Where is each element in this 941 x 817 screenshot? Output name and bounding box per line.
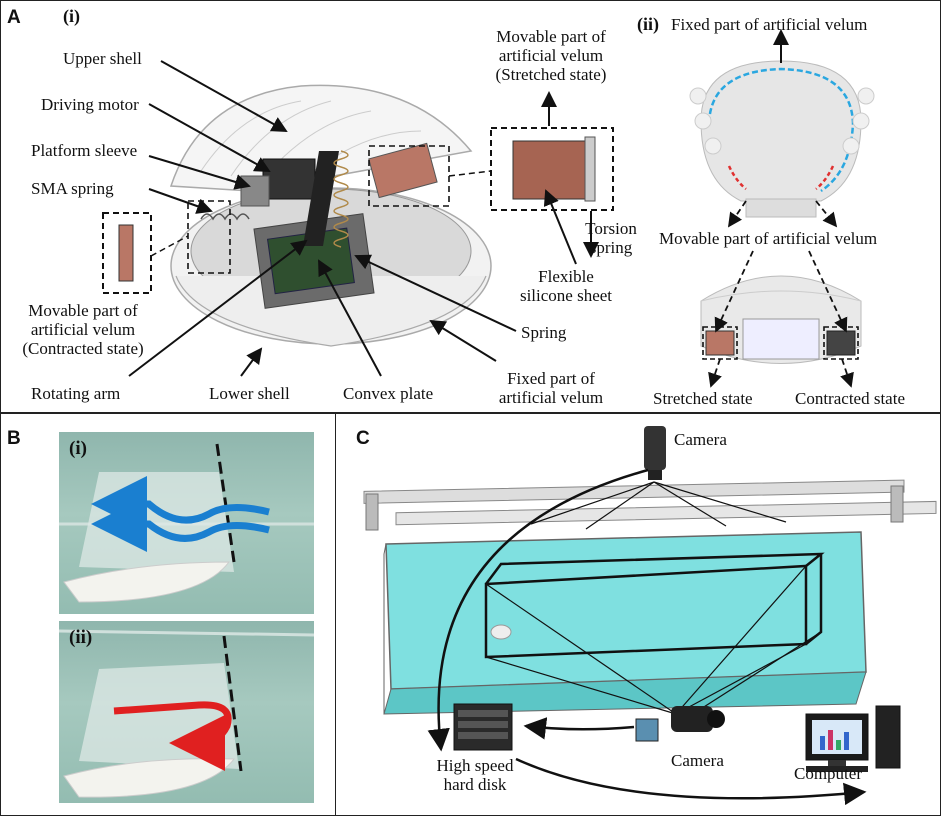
panel-a-sub-i: (i): [63, 6, 80, 26]
movable-stretched-line-1: Movable part of: [496, 27, 606, 46]
scallop-top-view: [689, 60, 875, 218]
movable-contracted-label: Movable part of artificial velum (Contra…: [3, 301, 163, 358]
panel-b-sub-ii: (ii): [69, 627, 93, 648]
photo-b-i-drawing: [59, 443, 314, 603]
top-rails: [363, 479, 937, 531]
movable-stretched-line-2: artificial velum: [498, 46, 604, 65]
movable-contracted-line-1: Movable part of: [28, 301, 138, 320]
rotating-arm-label: Rotating arm: [31, 384, 121, 403]
movable-stretched-line-3: (Stretched state): [495, 65, 607, 84]
torsion-line-2: spring: [589, 238, 633, 257]
panel-a-illustration: [102, 29, 875, 388]
camera-top-label: Camera: [674, 430, 727, 449]
hard-disk-shape: [453, 703, 513, 751]
fixed-velum-line-2: artificial velum: [498, 388, 604, 407]
side-camera-shape: [635, 706, 725, 742]
photo-b-ii: (ii): [59, 621, 314, 803]
scallop-front-view: [700, 275, 862, 364]
panel-a-letter: A: [7, 7, 21, 28]
driving-motor-shape: [262, 158, 316, 200]
hard-disk-label: High speed hard disk: [420, 756, 530, 794]
fixed-part-ii-label: Fixed part of artificial velum: [671, 15, 868, 34]
hard-disk-line-1: High speed: [436, 756, 514, 775]
convex-plate-label: Convex plate: [343, 384, 434, 403]
platform-sleeve-label: Platform sleeve: [31, 141, 138, 160]
upper-shell-label: Upper shell: [63, 49, 142, 68]
sma-spring-label: SMA spring: [31, 179, 114, 198]
movable-part-ii-label: Movable part of artificial velum: [659, 229, 878, 248]
panel-b-sub-i: (i): [69, 438, 87, 459]
panel-a: A (i) (ii): [0, 0, 941, 413]
fixed-velum-line-1: Fixed part of: [507, 369, 595, 388]
torsion-spring-label: Torsion spring: [576, 219, 646, 257]
top-camera-shape: [644, 426, 666, 480]
lower-shell-label: Lower shell: [209, 384, 290, 403]
hard-disk-line-2: hard disk: [443, 775, 507, 794]
photo-b-i: (i): [59, 432, 314, 614]
camera-to-disk-arrow: [427, 468, 649, 752]
rotating-arm-shape: [303, 151, 339, 246]
panel-b: B (i): [0, 413, 336, 816]
photo-b-ii-drawing: [59, 629, 314, 798]
sidecam-to-disk-arrow: [523, 717, 635, 740]
flexible-line-2: silicone sheet: [519, 286, 613, 305]
contracted-state-label: Contracted state: [795, 389, 905, 408]
panel-a-sub-ii: (ii): [637, 14, 659, 34]
movable-contracted-line-2: artificial velum: [30, 320, 136, 339]
flexible-sheet-label: Flexible silicone sheet: [496, 267, 636, 305]
movable-contracted-line-3: (Contracted state): [22, 339, 144, 358]
panel-c: C: [335, 413, 941, 816]
computer-shape: [805, 705, 901, 772]
movable-stretched-label: Movable part of artificial velum (Stretc…: [471, 27, 631, 84]
panel-c-setup: [363, 426, 937, 806]
driving-motor-label: Driving motor: [41, 95, 139, 114]
panel-c-letter: C: [356, 428, 370, 449]
spring-label: Spring: [521, 323, 567, 342]
panel-b-letter: B: [7, 428, 21, 449]
disk-to-computer-arrow: [515, 757, 867, 806]
stretched-state-label: Stretched state: [653, 389, 753, 408]
torsion-line-1: Torsion: [585, 219, 637, 238]
water-tank: [383, 531, 867, 715]
fixed-velum-label: Fixed part of artificial velum: [481, 369, 621, 407]
computer-label: Computer: [794, 764, 862, 783]
flexible-line-1: Flexible: [538, 267, 594, 286]
sma-spring-shape: [200, 213, 250, 221]
spring-shape: [333, 150, 349, 248]
camera-side-label: Camera: [671, 751, 724, 770]
